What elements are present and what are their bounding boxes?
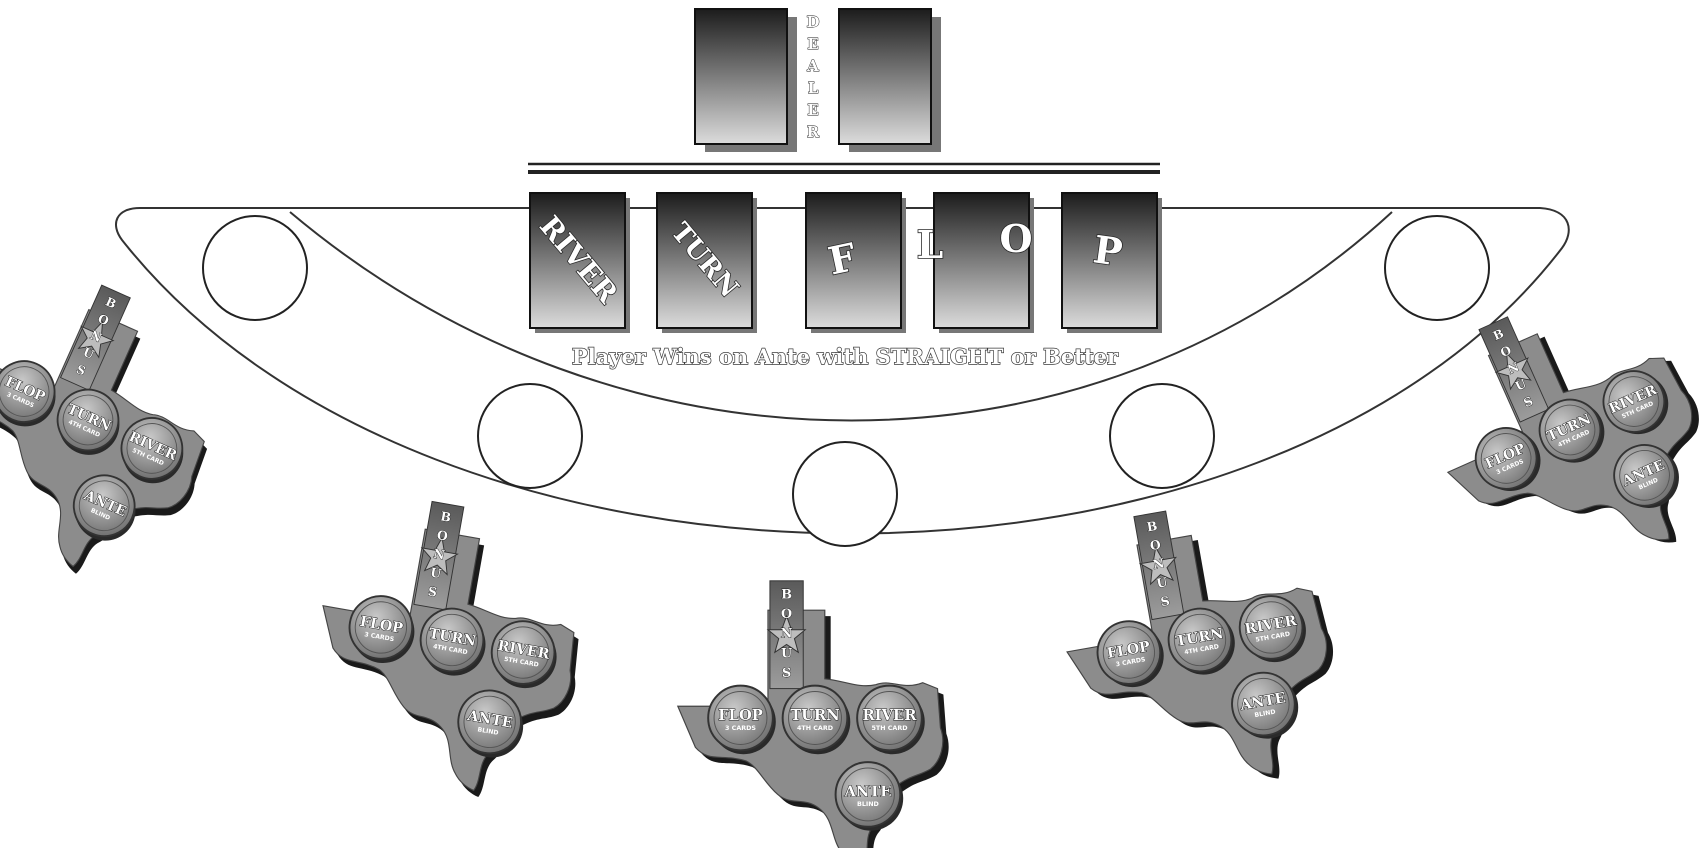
bonus-letter: U [1155, 574, 1168, 591]
dealer-card-right [838, 8, 941, 152]
dealer-label-letter: D [806, 13, 819, 31]
dealer-label-letter: E [807, 101, 818, 119]
bonus-letter: O [1149, 537, 1162, 554]
bonus-letter: S [427, 583, 438, 599]
dealer-label-letter: L [808, 79, 819, 97]
bonus-letter: O [436, 527, 449, 544]
star-icon [77, 320, 115, 359]
table-rail-inner [289, 211, 1393, 422]
star-icon [1494, 352, 1532, 391]
flop-letter: P [1091, 226, 1126, 275]
bonus-letter: U [429, 564, 442, 581]
star-icon [420, 536, 459, 576]
dealer-label-letter: R [807, 123, 820, 141]
bonus-letter: S [1159, 593, 1170, 609]
bet-spot-label: ANTE [843, 783, 891, 800]
player-circle-3[interactable] [792, 441, 898, 547]
bonus-letter: S [782, 666, 791, 681]
bet-spot-label: TURN [790, 707, 839, 724]
board-card-5 [1061, 192, 1162, 333]
board-card-3 [805, 192, 906, 333]
star-icon [1138, 546, 1178, 586]
bonus-letter: B [439, 508, 452, 525]
flop-letter: O [999, 216, 1032, 261]
bonus-letter: N [432, 546, 446, 563]
bonus-letter: B [781, 587, 792, 602]
player-circle-1[interactable] [202, 215, 308, 321]
player-circle-4[interactable] [1109, 383, 1215, 489]
bonus-letter: B [1146, 518, 1159, 535]
player-circle-5[interactable] [1384, 215, 1490, 321]
dealer-card-left [694, 8, 797, 152]
bet-spot-label: RIVER [863, 707, 918, 724]
dealer-label-letter: E [807, 35, 818, 53]
bet-spot-sublabel: BLIND [857, 800, 879, 808]
bet-spot-sublabel: 3 CARDS [725, 724, 756, 732]
player-circles [202, 215, 1490, 547]
divider-line [528, 162, 1160, 174]
bonus-letter: O [781, 607, 792, 622]
player-circle-2[interactable] [477, 383, 583, 489]
tagline: Player Wins on Ante with STRAIGHT or Bet… [572, 344, 1119, 369]
bet-spot-sublabel: BLIND [477, 726, 499, 737]
bet-spot-label: FLOP [718, 707, 763, 724]
board-card-1: RIVER [529, 192, 630, 333]
bet-spot-sublabel: BLIND [1254, 709, 1276, 720]
board-card-4 [933, 192, 1034, 333]
dealer-label-letter: A [806, 57, 819, 75]
flop-letter: L [917, 222, 944, 267]
bet-spot-sublabel: 4TH CARD [797, 724, 833, 732]
bonus-letter: U [781, 646, 792, 661]
star-icon [766, 614, 807, 654]
board-card-2: TURN [656, 192, 757, 333]
bet-spot-sublabel: 5TH CARD [871, 724, 907, 732]
bonus-letter: N [1152, 555, 1166, 572]
bonus-letter: N [781, 627, 793, 642]
